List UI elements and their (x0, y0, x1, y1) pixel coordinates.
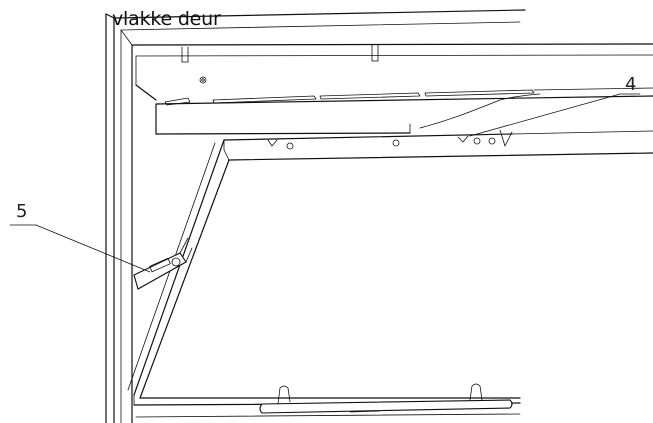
hinge-arm (133, 237, 193, 290)
door-panel (127, 129, 653, 406)
callout-label-4: 4 (625, 74, 637, 95)
callout-leaders (9, 93, 641, 273)
callout-label-5: 5 (16, 201, 28, 222)
diagram-title: vlakke deur (112, 8, 221, 30)
top-rail (135, 44, 653, 135)
bottom-handle (135, 383, 521, 418)
cabinet-frame (105, 9, 653, 423)
